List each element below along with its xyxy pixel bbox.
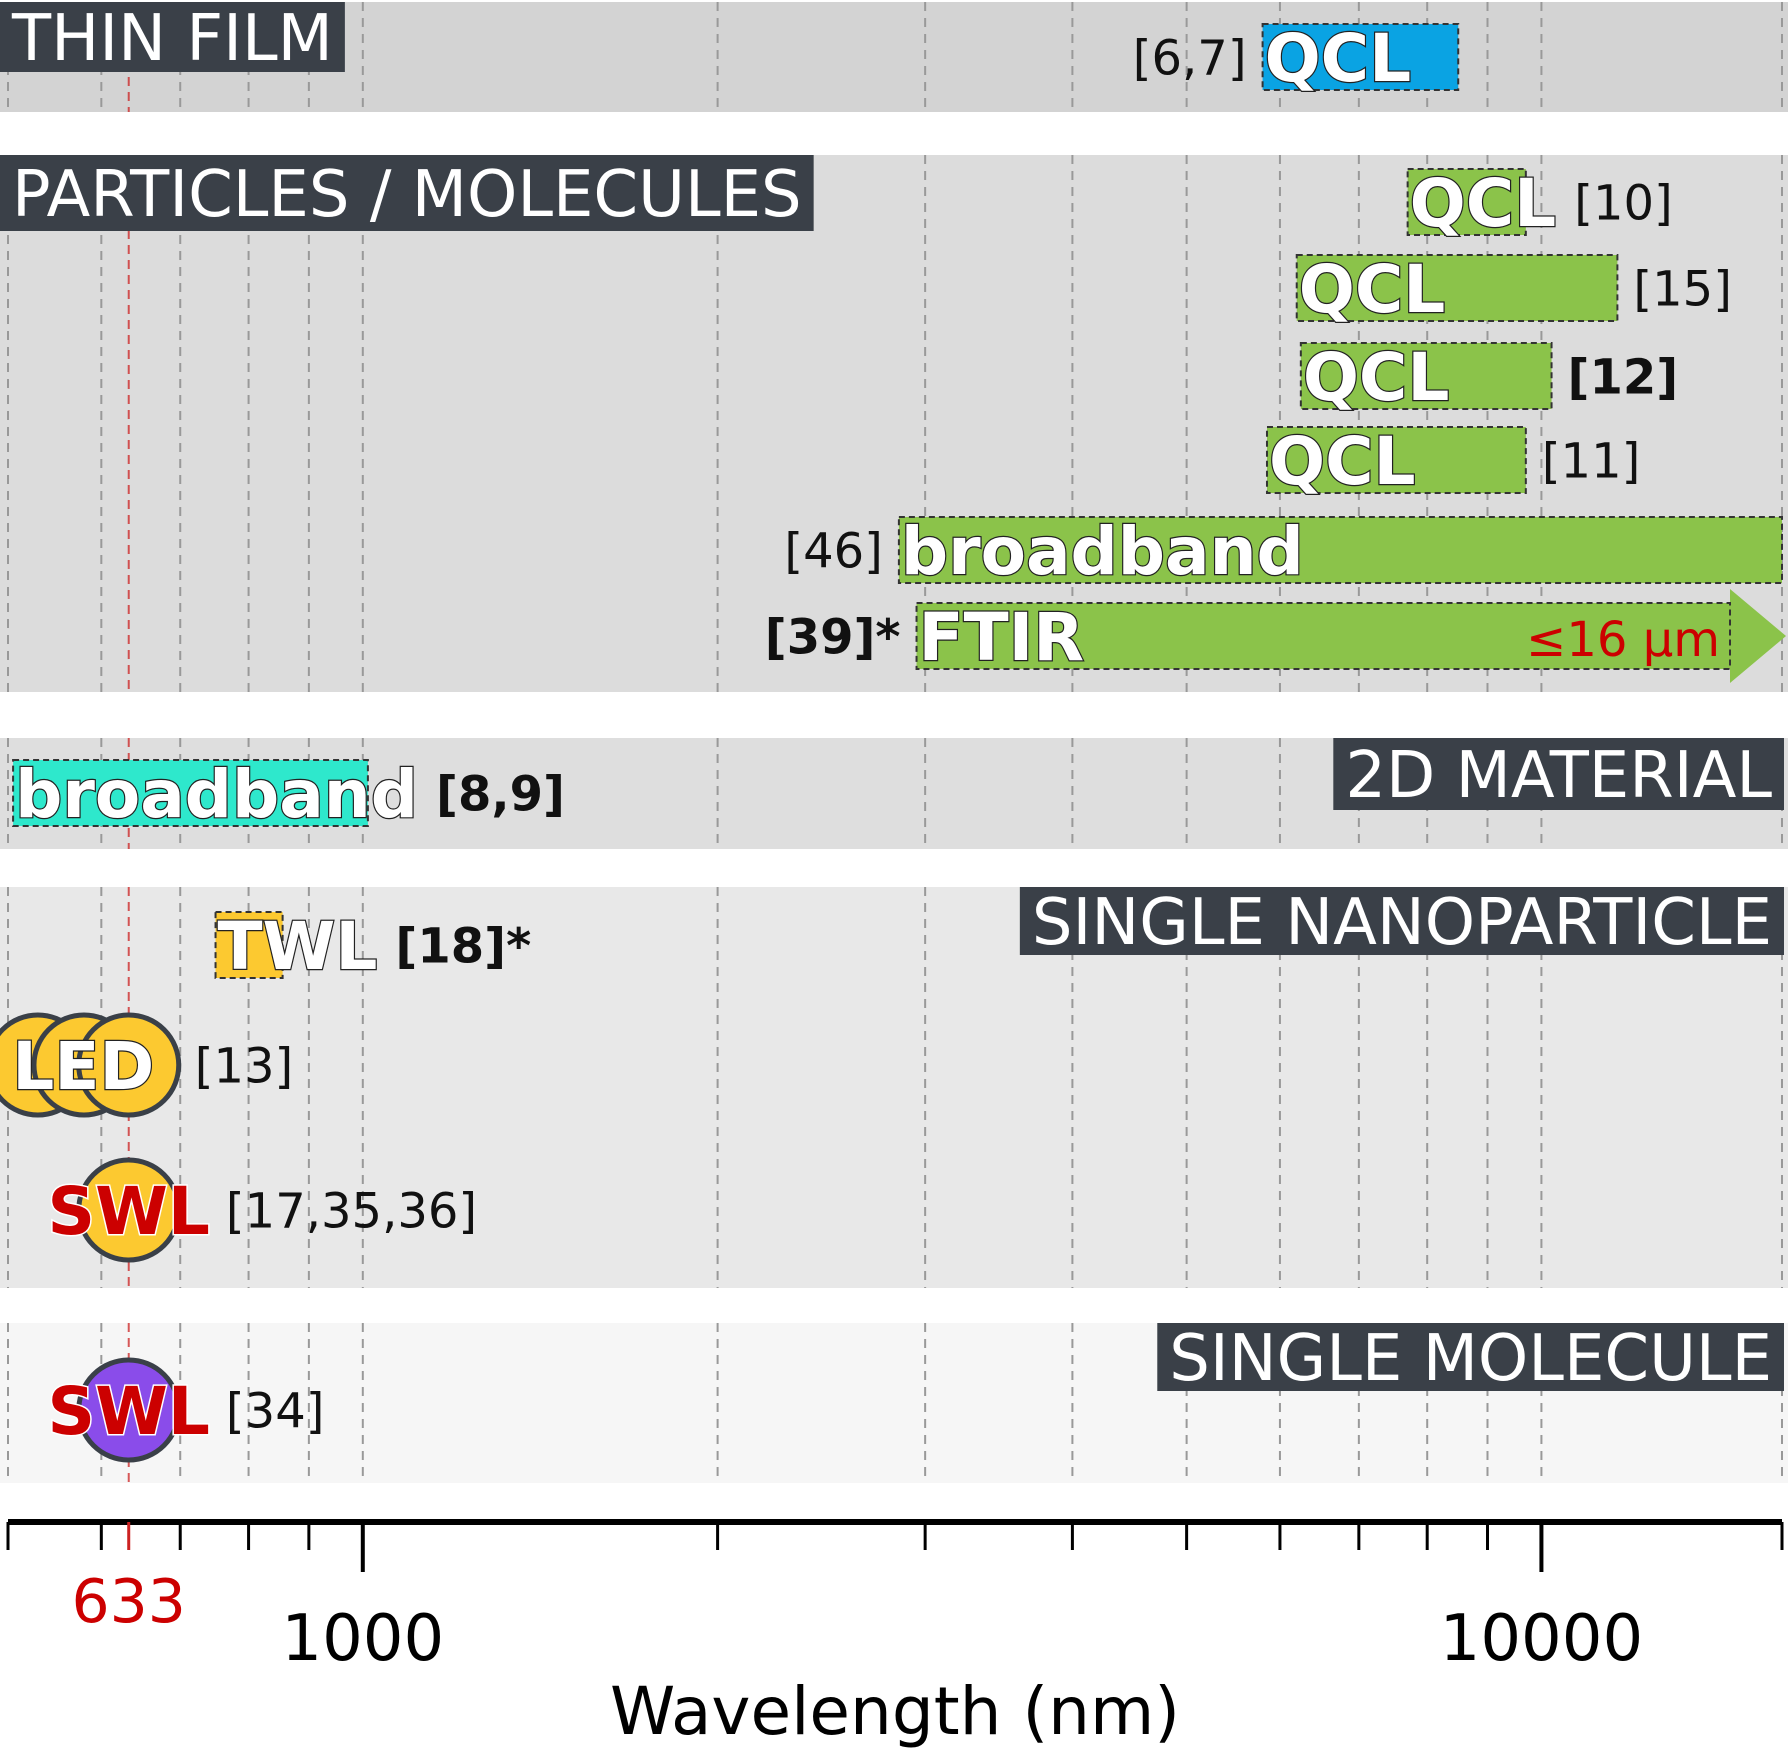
reference-label: [46] xyxy=(784,523,883,579)
range-label: broadband xyxy=(15,756,418,833)
range-label: TWL xyxy=(218,908,378,985)
dot-label: SWL xyxy=(48,1373,210,1450)
x-axis-title: Wavelength (nm) xyxy=(610,1673,1180,1749)
reference-label: [11] xyxy=(1542,433,1641,489)
section-header-text: THIN FILM xyxy=(11,2,333,76)
reference-label: [34] xyxy=(226,1383,325,1439)
range-bar xyxy=(214,911,284,979)
section-header-text: 2D MATERIAL xyxy=(1345,739,1772,813)
range-label: QCL xyxy=(1410,165,1557,242)
range-bar xyxy=(1261,23,1460,91)
section-header-bg xyxy=(1019,887,1784,955)
range-bar xyxy=(12,759,369,827)
wavelength-dot xyxy=(76,1012,182,1118)
section-header-bg xyxy=(0,2,345,72)
reference-label: [18]* xyxy=(395,918,531,974)
range-bar xyxy=(1406,168,1527,236)
range-bar xyxy=(1299,342,1553,410)
tick-label: 10000 xyxy=(1440,1602,1644,1676)
reference-label: [13] xyxy=(195,1038,294,1094)
wavelength-dot xyxy=(76,1157,182,1263)
range-label: QCL xyxy=(1299,251,1446,328)
range-label: FTIR xyxy=(919,599,1084,676)
range-label: broadband xyxy=(901,513,1304,590)
reference-label: [12] xyxy=(1568,349,1679,405)
range-bar xyxy=(1265,426,1527,494)
tick-label: 1000 xyxy=(281,1602,444,1676)
reference-label: [6,7] xyxy=(1133,30,1247,86)
wavelength-dot xyxy=(76,1357,182,1463)
range-bar xyxy=(897,516,1783,584)
range-note: ≤16 µm xyxy=(1526,612,1720,668)
section-header-bg xyxy=(1333,738,1784,810)
reference-label: [39]* xyxy=(765,609,901,665)
section-header-bg xyxy=(1157,1323,1784,1391)
range-arrow-outline xyxy=(915,602,1731,670)
section-headers: THIN FILM PARTICLES / MOLECULES 2D MATERIA… xyxy=(0,2,1784,1396)
reference-label: [15] xyxy=(1633,261,1732,317)
range-label: QCL xyxy=(1269,423,1416,500)
reference-label: [17,35,36] xyxy=(226,1183,477,1239)
range-bar xyxy=(1295,254,1619,322)
reference-label: [10] xyxy=(1574,175,1673,231)
reference-label: [8,9] xyxy=(436,766,565,822)
section-header-text: PARTICLES / MOLECULES xyxy=(12,158,802,232)
section-header-text: SINGLE MOLECULE xyxy=(1169,1322,1772,1396)
highlight-label: 633 xyxy=(71,1567,186,1637)
range-label: QCL xyxy=(1303,339,1450,416)
section-header-bg xyxy=(0,155,814,231)
dot-label: SWL xyxy=(48,1173,210,1250)
section-header-text: SINGLE NANOPARTICLE xyxy=(1032,886,1772,960)
dot-label: LED xyxy=(12,1028,154,1105)
range-label: QCL xyxy=(1265,20,1412,97)
data-marks: QCL [6,7] QCL [10] QCL [15] QCL [12] QCL [11] broa… xyxy=(0,19,1786,1463)
range-arrow xyxy=(916,589,1786,683)
